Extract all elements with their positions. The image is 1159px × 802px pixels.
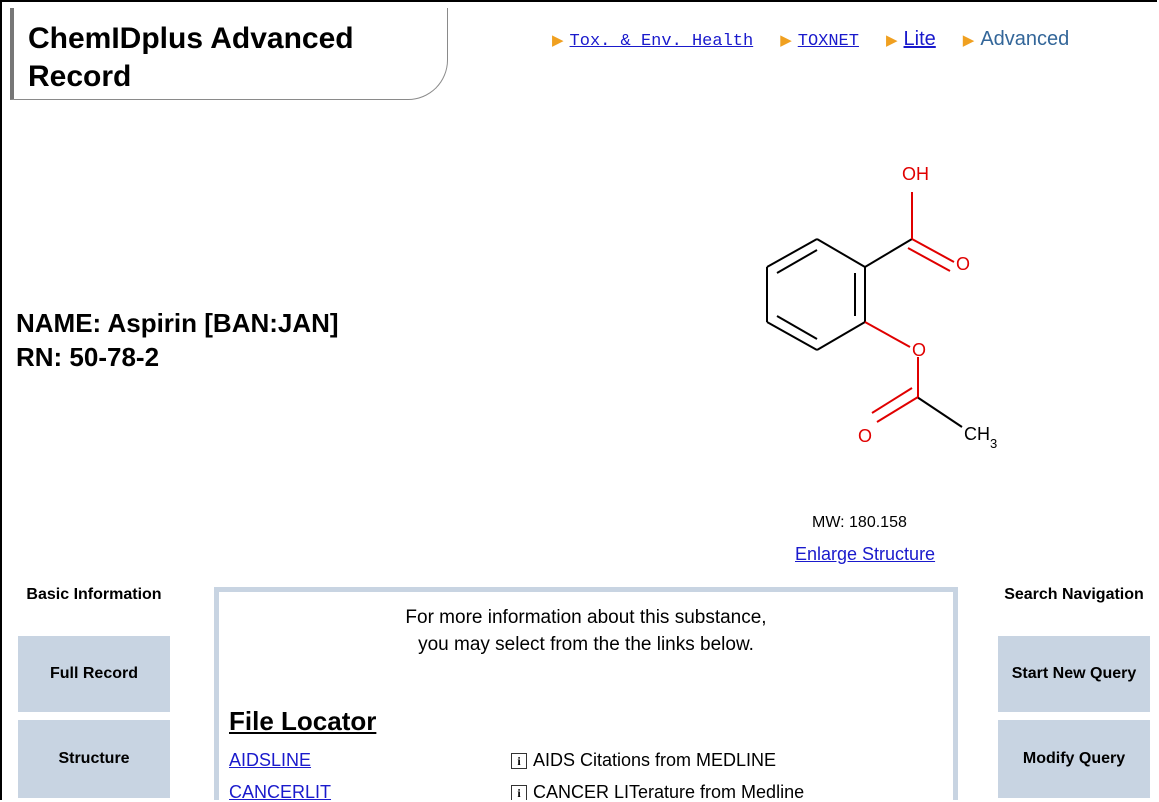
enlarge-structure-link[interactable]: Enlarge Structure [795, 544, 936, 564]
substance-name: NAME: Aspirin [BAN:JAN] [16, 308, 339, 338]
bond [816, 321, 866, 351]
search-navigation-heading: Search Navigation [1004, 586, 1144, 603]
bond [916, 396, 963, 428]
bond [864, 238, 913, 268]
arrow-right-icon: ▶ [962, 32, 975, 49]
bond [907, 247, 951, 272]
page-title: ChemIDplus Advanced Record [28, 22, 354, 93]
info-icon[interactable]: i [511, 784, 527, 800]
atom-label-o: O [858, 426, 872, 446]
atom-label-o: O [956, 254, 970, 274]
toplink-tox-env-health[interactable]: ▶Tox. & Env. Health [552, 32, 754, 51]
top-links: ▶Tox. & Env. Health ▶TOXNET ▶Lite ▶Advan… [552, 28, 1157, 51]
basic-information-heading: Basic Information [26, 586, 162, 603]
bond [766, 321, 818, 351]
toplink-toxnet[interactable]: ▶TOXNET [780, 32, 859, 51]
bond [766, 238, 818, 268]
aidsline-link[interactable]: AIDSLINE [229, 750, 312, 770]
info-icon[interactable]: i [511, 752, 527, 769]
row-description: CANCER LITerature from Medline [533, 782, 805, 800]
full-record-button[interactable]: Full Record [18, 636, 170, 712]
page-title-box: ChemIDplus Advanced Record [10, 8, 448, 100]
structure-image: OH O O O CH 3 [766, 164, 997, 451]
atom-label-ch: CH [964, 424, 990, 444]
atom-label-o: O [912, 340, 926, 360]
arrow-right-icon: ▶ [552, 32, 564, 49]
toplink-advanced[interactable]: ▶Advanced [962, 28, 1070, 50]
bond [911, 238, 955, 263]
atom-label-oh: OH [902, 164, 929, 184]
substance-identity: NAME: Aspirin [BAN:JAN] RN: 50-78-2 [16, 306, 339, 374]
atom-label-subscript: 3 [990, 436, 997, 451]
start-new-query-button[interactable]: Start New Query [998, 636, 1150, 712]
bond [864, 321, 911, 348]
cancerlit-link[interactable]: CANCERLIT [229, 782, 332, 800]
arrow-right-icon: ▶ [780, 32, 792, 49]
info-panel: For more information about this substanc… [214, 587, 958, 800]
bond [876, 396, 919, 423]
row-description: AIDS Citations from MEDLINE [533, 750, 777, 770]
modify-query-button[interactable]: Modify Query [998, 720, 1150, 798]
bond [816, 238, 866, 268]
file-locator-heading: File Locator [229, 706, 377, 736]
bond [776, 315, 818, 340]
bond [776, 249, 818, 274]
toplink-lite[interactable]: ▶Lite [885, 28, 936, 50]
substance-rn: RN: 50-78-2 [16, 342, 160, 372]
arrow-right-icon: ▶ [885, 32, 898, 49]
panel-intro: For more information about this substanc… [405, 607, 767, 655]
bond [871, 387, 913, 414]
molecular-weight: MW: 180.158 [812, 514, 907, 531]
structure-button[interactable]: Structure [18, 720, 170, 798]
